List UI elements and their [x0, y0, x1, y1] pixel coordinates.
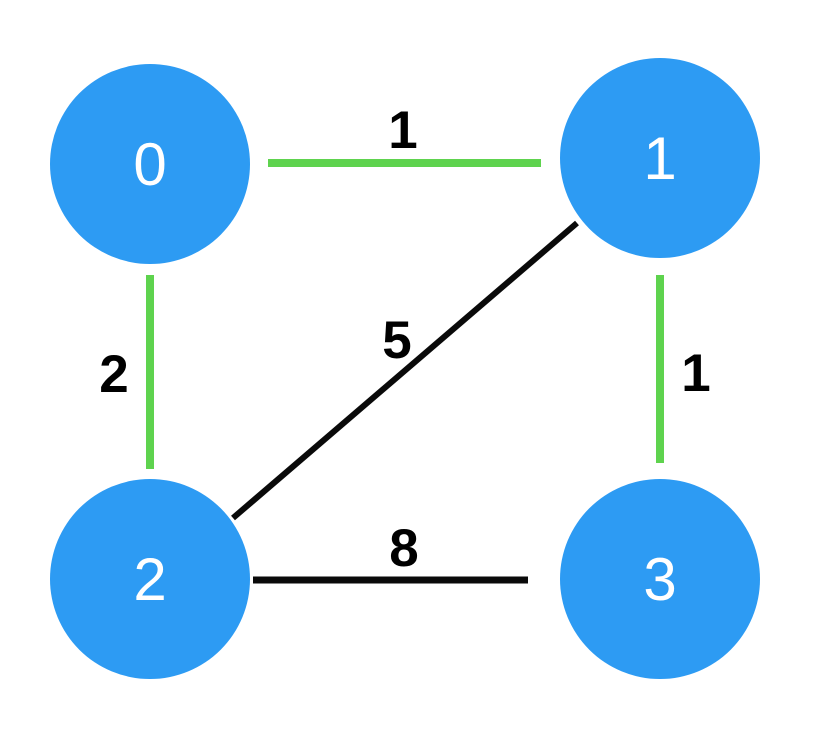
edge-weight-2-3: 8: [389, 519, 418, 578]
edge-weight-1-3: 1: [681, 344, 710, 403]
node-label-0: 0: [133, 131, 166, 198]
node-3: [560, 479, 760, 679]
node-label-1: 1: [643, 125, 676, 192]
node-0: [50, 64, 250, 264]
node-2: [50, 479, 250, 679]
edge-weight-1-2: 5: [382, 311, 411, 370]
node-label-2: 2: [133, 546, 166, 613]
node-label-3: 3: [643, 546, 676, 613]
edge-1-2: [231, 220, 579, 521]
edge-weight-0-1: 1: [388, 101, 417, 160]
node-1: [560, 58, 760, 258]
edge-weight-0-2: 2: [99, 345, 128, 404]
